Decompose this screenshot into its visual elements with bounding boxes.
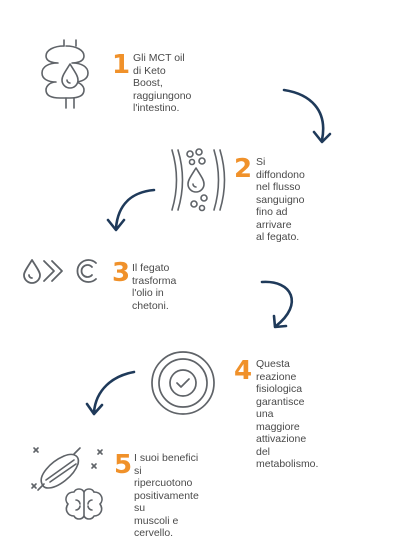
check-target-icon — [150, 350, 216, 416]
step-5-text: I suoi benefici si ripercuotono positiva… — [134, 452, 199, 539]
step-1-text: Gli MCT oil di Keto Boost, raggiungono l… — [133, 52, 192, 114]
step-4-number: 4 — [234, 356, 253, 386]
intestine-drop-icon — [40, 38, 104, 110]
arrow-down-left — [104, 186, 158, 234]
step-2-text: Si diffondono nel flusso sanguigno fino … — [256, 156, 305, 243]
step-4-text: Questa reazione fisiologica garantisce u… — [256, 358, 319, 470]
arrow-loop-down — [258, 278, 304, 332]
drop-to-ketone-icon — [22, 258, 104, 284]
arrow-down-right — [280, 88, 340, 150]
step-3-number: 3 — [112, 258, 131, 288]
step-2-number: 2 — [234, 154, 253, 184]
arrow-down-left-2 — [84, 368, 138, 418]
bloodstream-drop-icon — [166, 148, 232, 212]
step-5-number: 5 — [114, 450, 133, 480]
step-3-text: Il fegato trasforma l'olio in chetoni. — [132, 262, 177, 312]
muscle-brain-icon — [28, 440, 110, 520]
step-1-number: 1 — [112, 50, 131, 80]
